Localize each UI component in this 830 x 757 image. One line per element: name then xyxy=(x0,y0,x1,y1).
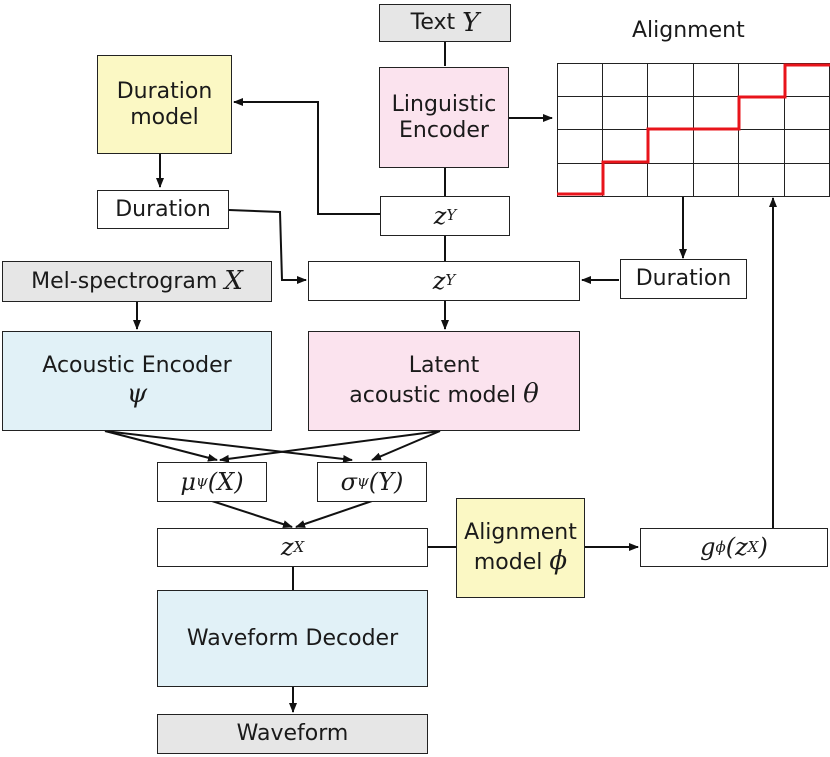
text-y-label: Text xyxy=(410,10,456,36)
alignment-grid-cell xyxy=(739,63,785,97)
duration-model-line2: model xyxy=(130,104,199,130)
alignment-grid-cell xyxy=(739,96,785,130)
alignment-model-line2: model xyxy=(473,549,543,575)
text-y-symbol: Y xyxy=(462,7,480,38)
alignment-grid-cell xyxy=(693,130,739,164)
linguistic-encoder-line1: Linguistic xyxy=(391,91,497,117)
alignment-grid-cell xyxy=(648,163,694,197)
alignment-grid-cell xyxy=(739,163,785,197)
latent-acoustic-node: Latent acoustic model θ xyxy=(308,331,580,431)
g-phi-arg: (z xyxy=(725,533,748,562)
alignment-model-symbol: ϕ xyxy=(549,545,568,576)
waveform-decoder-label: Waveform Decoder xyxy=(186,625,399,651)
zy-mid-symbol: z xyxy=(432,266,446,295)
alignment-grid-cell xyxy=(693,96,739,130)
alignment-grid-cell xyxy=(557,96,603,130)
alignment-grid-cell xyxy=(557,63,603,97)
alignment-grid-cell xyxy=(784,130,830,164)
alignment-grid xyxy=(557,63,830,197)
alignment-title: Alignment xyxy=(632,18,745,43)
alignment-grid-cell xyxy=(648,130,694,164)
mu-symbol: μ xyxy=(180,467,197,496)
alignment-grid-cell xyxy=(739,130,785,164)
g-phi-argsub: X xyxy=(747,537,759,556)
edge-latent-to-sigma xyxy=(371,430,441,461)
alignment-grid-cell xyxy=(602,163,648,197)
waveform-decoder-node: Waveform Decoder xyxy=(157,590,428,687)
duration-left-node: Duration xyxy=(97,190,229,229)
alignment-grid-cell xyxy=(648,63,694,97)
alignment-grid-cell xyxy=(693,163,739,197)
linguistic-encoder-node: Linguistic Encoder xyxy=(379,67,509,168)
mu-sub: ψ xyxy=(196,472,208,491)
sigma-arg: (Y) xyxy=(368,467,404,496)
alignment-grid-cell xyxy=(784,163,830,197)
mel-spectrogram-symbol: X xyxy=(224,266,243,297)
alignment-grid-cell xyxy=(784,63,830,97)
duration-right-label: Duration xyxy=(635,266,732,292)
edge-sigma-to-zx xyxy=(295,500,373,528)
waveform-node: Waveform xyxy=(157,714,428,754)
mel-spectrogram-label: Mel-spectrogram xyxy=(31,268,218,294)
edge-mu-to-zx xyxy=(211,500,293,529)
acoustic-encoder-symbol: ψ xyxy=(126,378,148,409)
alignment-grid-cell xyxy=(602,63,648,97)
alignment-grid-cell xyxy=(784,96,830,130)
sigma-symbol: σ xyxy=(340,467,358,496)
duration-left-label: Duration xyxy=(115,196,211,222)
duration-model-line1: Duration xyxy=(116,78,213,104)
duration-model-node: Duration model xyxy=(97,55,232,154)
sigma-sub: ψ xyxy=(357,472,369,491)
linguistic-encoder-line2: Encoder xyxy=(399,117,489,143)
acoustic-encoder-node: Acoustic Encoder ψ xyxy=(2,331,272,431)
edge-acoustic-to-sigma xyxy=(104,430,353,463)
edge-acoustic-to-mu xyxy=(104,430,218,462)
zx-symbol: z xyxy=(280,533,294,562)
duration-right-node: Duration xyxy=(620,259,747,299)
edge-zy-to-duration-model xyxy=(233,98,380,215)
g-phi-sub: ϕ xyxy=(715,537,726,556)
text-y-node: Text Y xyxy=(379,4,511,42)
edge-latent-to-mu xyxy=(219,430,441,463)
alignment-grid-cell xyxy=(693,63,739,97)
zx-sub: X xyxy=(293,537,305,556)
waveform-label: Waveform xyxy=(236,721,349,747)
zy-mid-sub: Y xyxy=(445,271,456,290)
latent-acoustic-line2: acoustic model xyxy=(349,382,517,408)
zy-top-sub: Y xyxy=(446,206,457,225)
g-phi-symbol: g xyxy=(700,533,716,562)
acoustic-encoder-label: Acoustic Encoder xyxy=(42,352,232,378)
latent-acoustic-symbol: θ xyxy=(523,378,539,409)
alignment-grid-cell xyxy=(602,96,648,130)
latent-acoustic-line1: Latent xyxy=(408,352,480,378)
edge-duration-to-zy-mid xyxy=(228,209,307,284)
mel-spectrogram-node: Mel-spectrogram X xyxy=(2,261,272,302)
alignment-grid-cell xyxy=(648,96,694,130)
alignment-grid-cell xyxy=(602,130,648,164)
g-phi-close: ) xyxy=(758,533,768,562)
alignment-model-line1: Alignment xyxy=(464,519,577,545)
alignment-grid-cell xyxy=(557,163,603,197)
alignment-model-node: Alignment model ϕ xyxy=(456,498,585,598)
alignment-grid-cell xyxy=(557,130,603,164)
mu-arg: (X) xyxy=(207,467,244,496)
zy-top-symbol: z xyxy=(433,201,447,230)
